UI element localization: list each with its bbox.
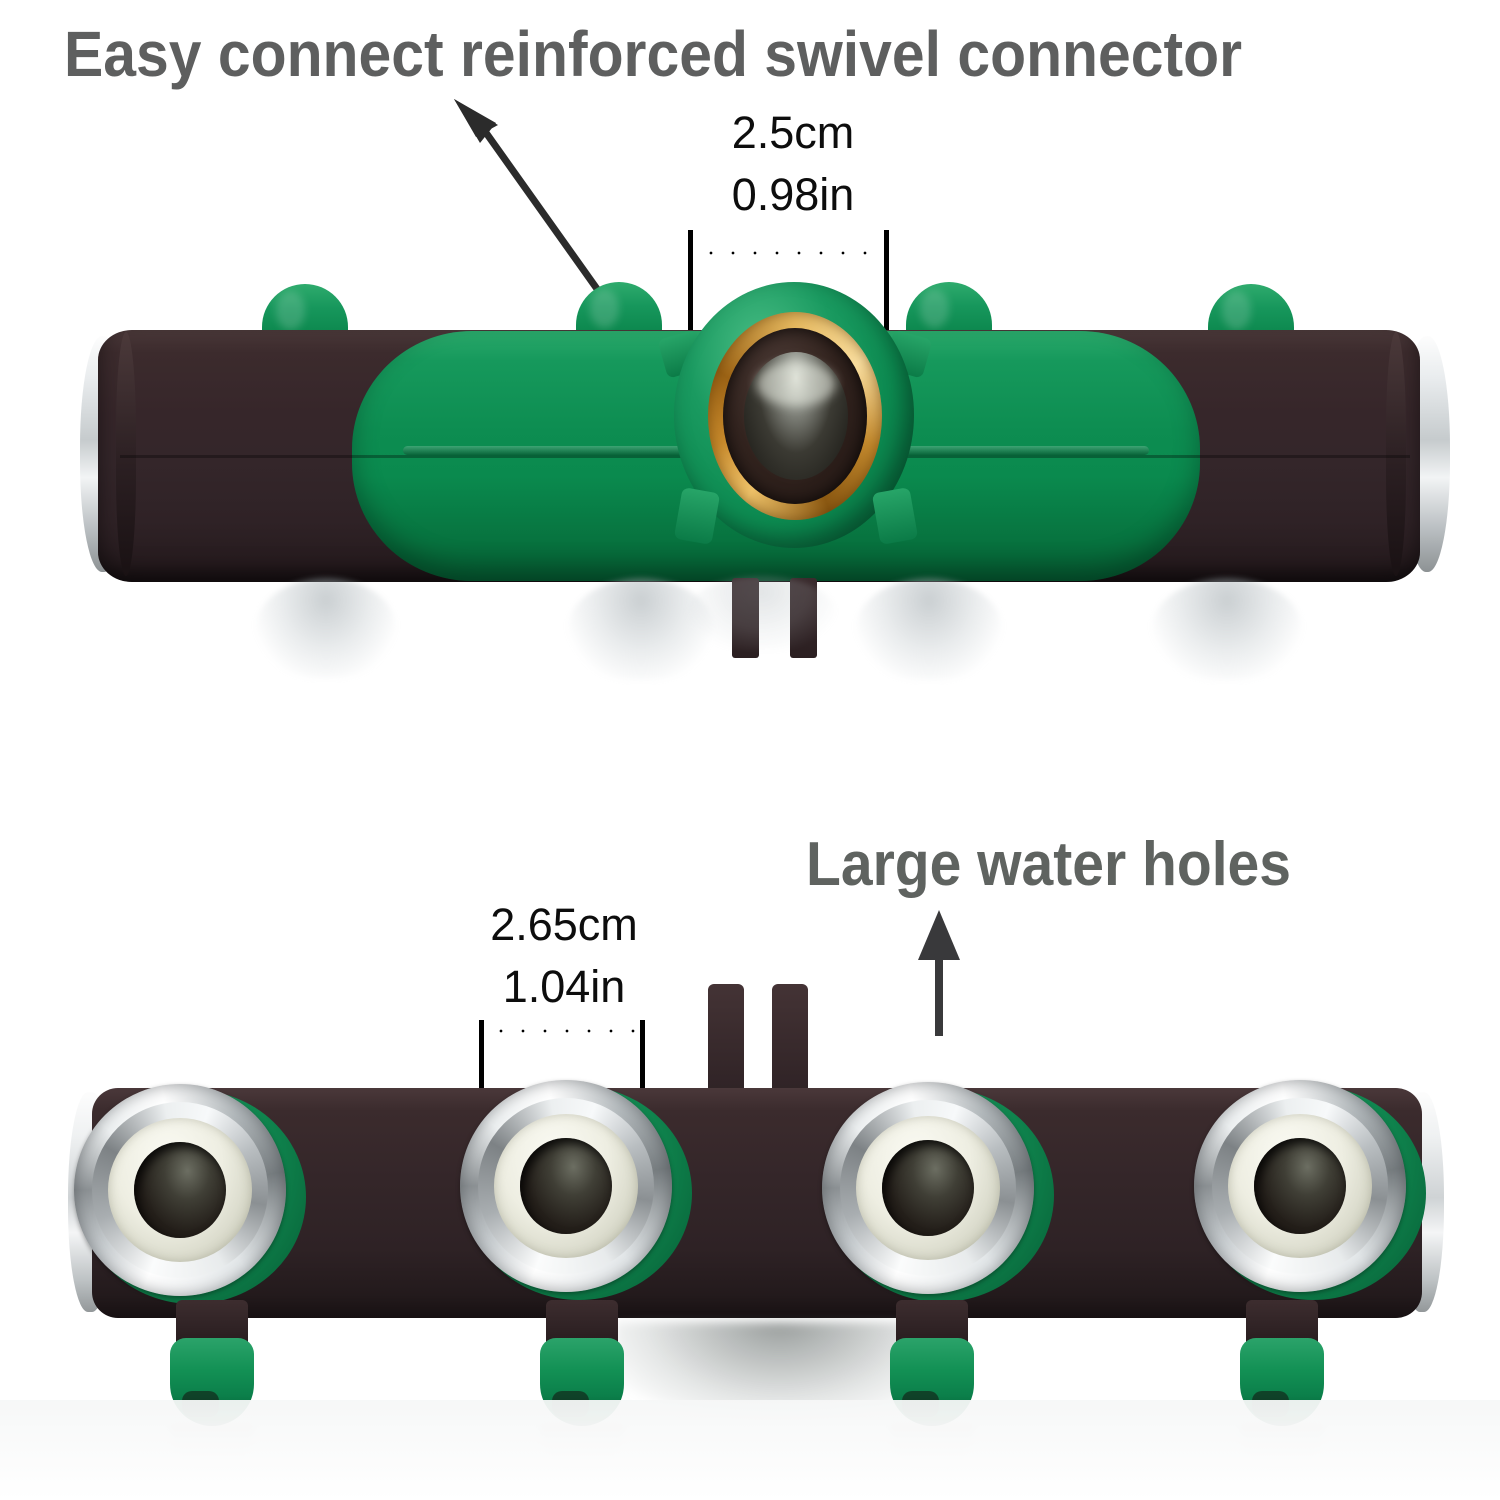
outlet-bore: [134, 1142, 226, 1238]
arrow-up-icon: [918, 910, 960, 1036]
outlet-bore: [520, 1138, 612, 1234]
dimension-top-imperial: 0.98in: [731, 169, 855, 220]
dimension-bottom-imperial: 1.04in: [502, 961, 626, 1012]
reflection-center: [686, 576, 836, 650]
mounting-tab-right: [790, 578, 817, 658]
end-cap-rim-right: [1386, 332, 1406, 576]
floor-gloss: [0, 1400, 1500, 1500]
dimension-bottom-dotted-line: [490, 1028, 638, 1034]
reflection-1: [256, 578, 396, 678]
water-outlet-4: [1192, 1078, 1434, 1308]
mounting-tab-left: [732, 578, 759, 658]
end-cap-rim-left: [116, 332, 136, 576]
outlet-bore: [882, 1140, 974, 1236]
collar-lug-bottom-right: [871, 487, 919, 545]
headline-large-water-holes: Large water holes: [806, 830, 1292, 899]
headline-swivel-connector: Easy connect reinforced swivel connector: [64, 18, 1243, 90]
collar-lug-bottom-left: [673, 487, 721, 545]
mounting-prong-right: [772, 984, 808, 1104]
reflection-4: [1152, 578, 1302, 680]
dimension-bottom-metric: 2.65cm: [490, 899, 638, 950]
water-outlet-3: [820, 1080, 1062, 1310]
outlet-bore: [1254, 1138, 1346, 1234]
water-outlet-1: [72, 1082, 314, 1312]
dimension-top-dotted-line: [700, 250, 880, 256]
water-outlet-2: [458, 1078, 700, 1308]
reflection-2: [568, 578, 714, 680]
reflection-3: [856, 578, 1002, 680]
inlet-bore: [744, 352, 848, 480]
swivel-connector: [657, 276, 933, 554]
dimension-top-metric: 2.5cm: [731, 107, 855, 158]
mounting-prong-left: [708, 984, 744, 1104]
